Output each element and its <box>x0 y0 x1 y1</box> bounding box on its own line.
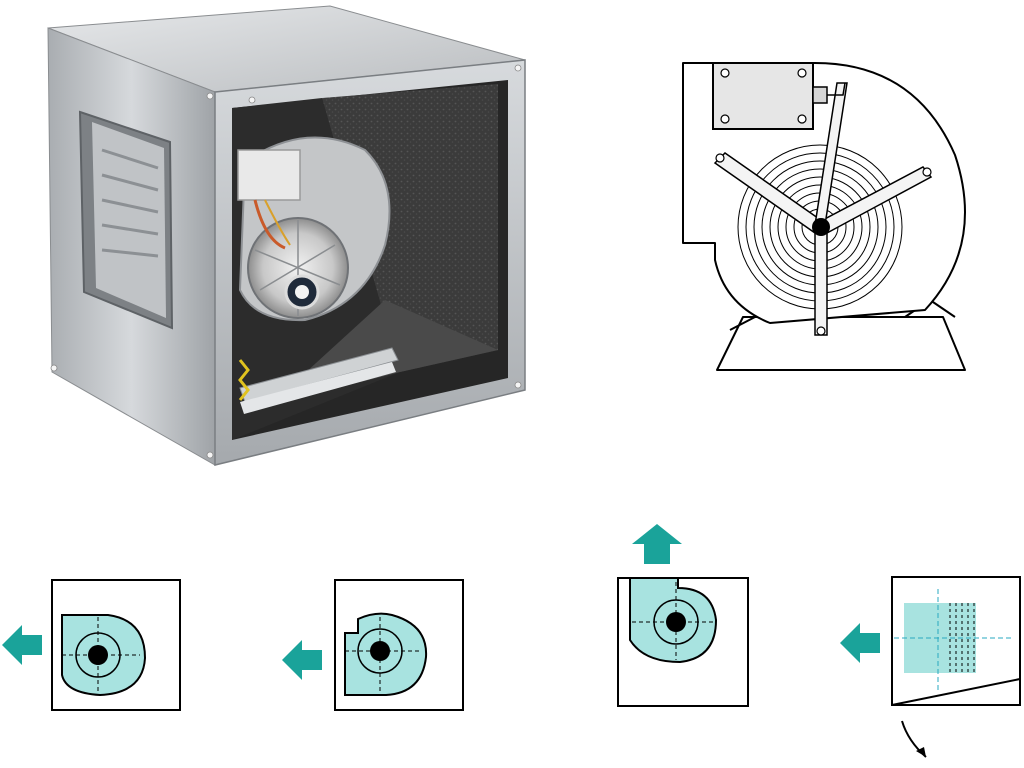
outlet-arrow-left <box>282 640 322 680</box>
cabinet-fan-illustration <box>47 5 526 466</box>
orientation-d <box>830 575 1024 765</box>
centrifugal-fan-side-view <box>682 62 966 371</box>
orientation-a <box>0 575 185 715</box>
side-view-diagram <box>675 55 985 380</box>
orientation-c-diagram <box>617 524 749 707</box>
orientation-a-diagram <box>2 579 181 711</box>
outlet-arrow-left <box>2 625 42 665</box>
product-photo <box>40 0 540 470</box>
outlet-arrow-up <box>632 524 682 564</box>
orientation-b-diagram <box>282 579 464 711</box>
outlet-arrow-left <box>840 623 880 663</box>
orientation-d-diagram <box>840 576 1021 758</box>
orientation-b <box>280 575 470 715</box>
orientation-c <box>612 520 757 715</box>
